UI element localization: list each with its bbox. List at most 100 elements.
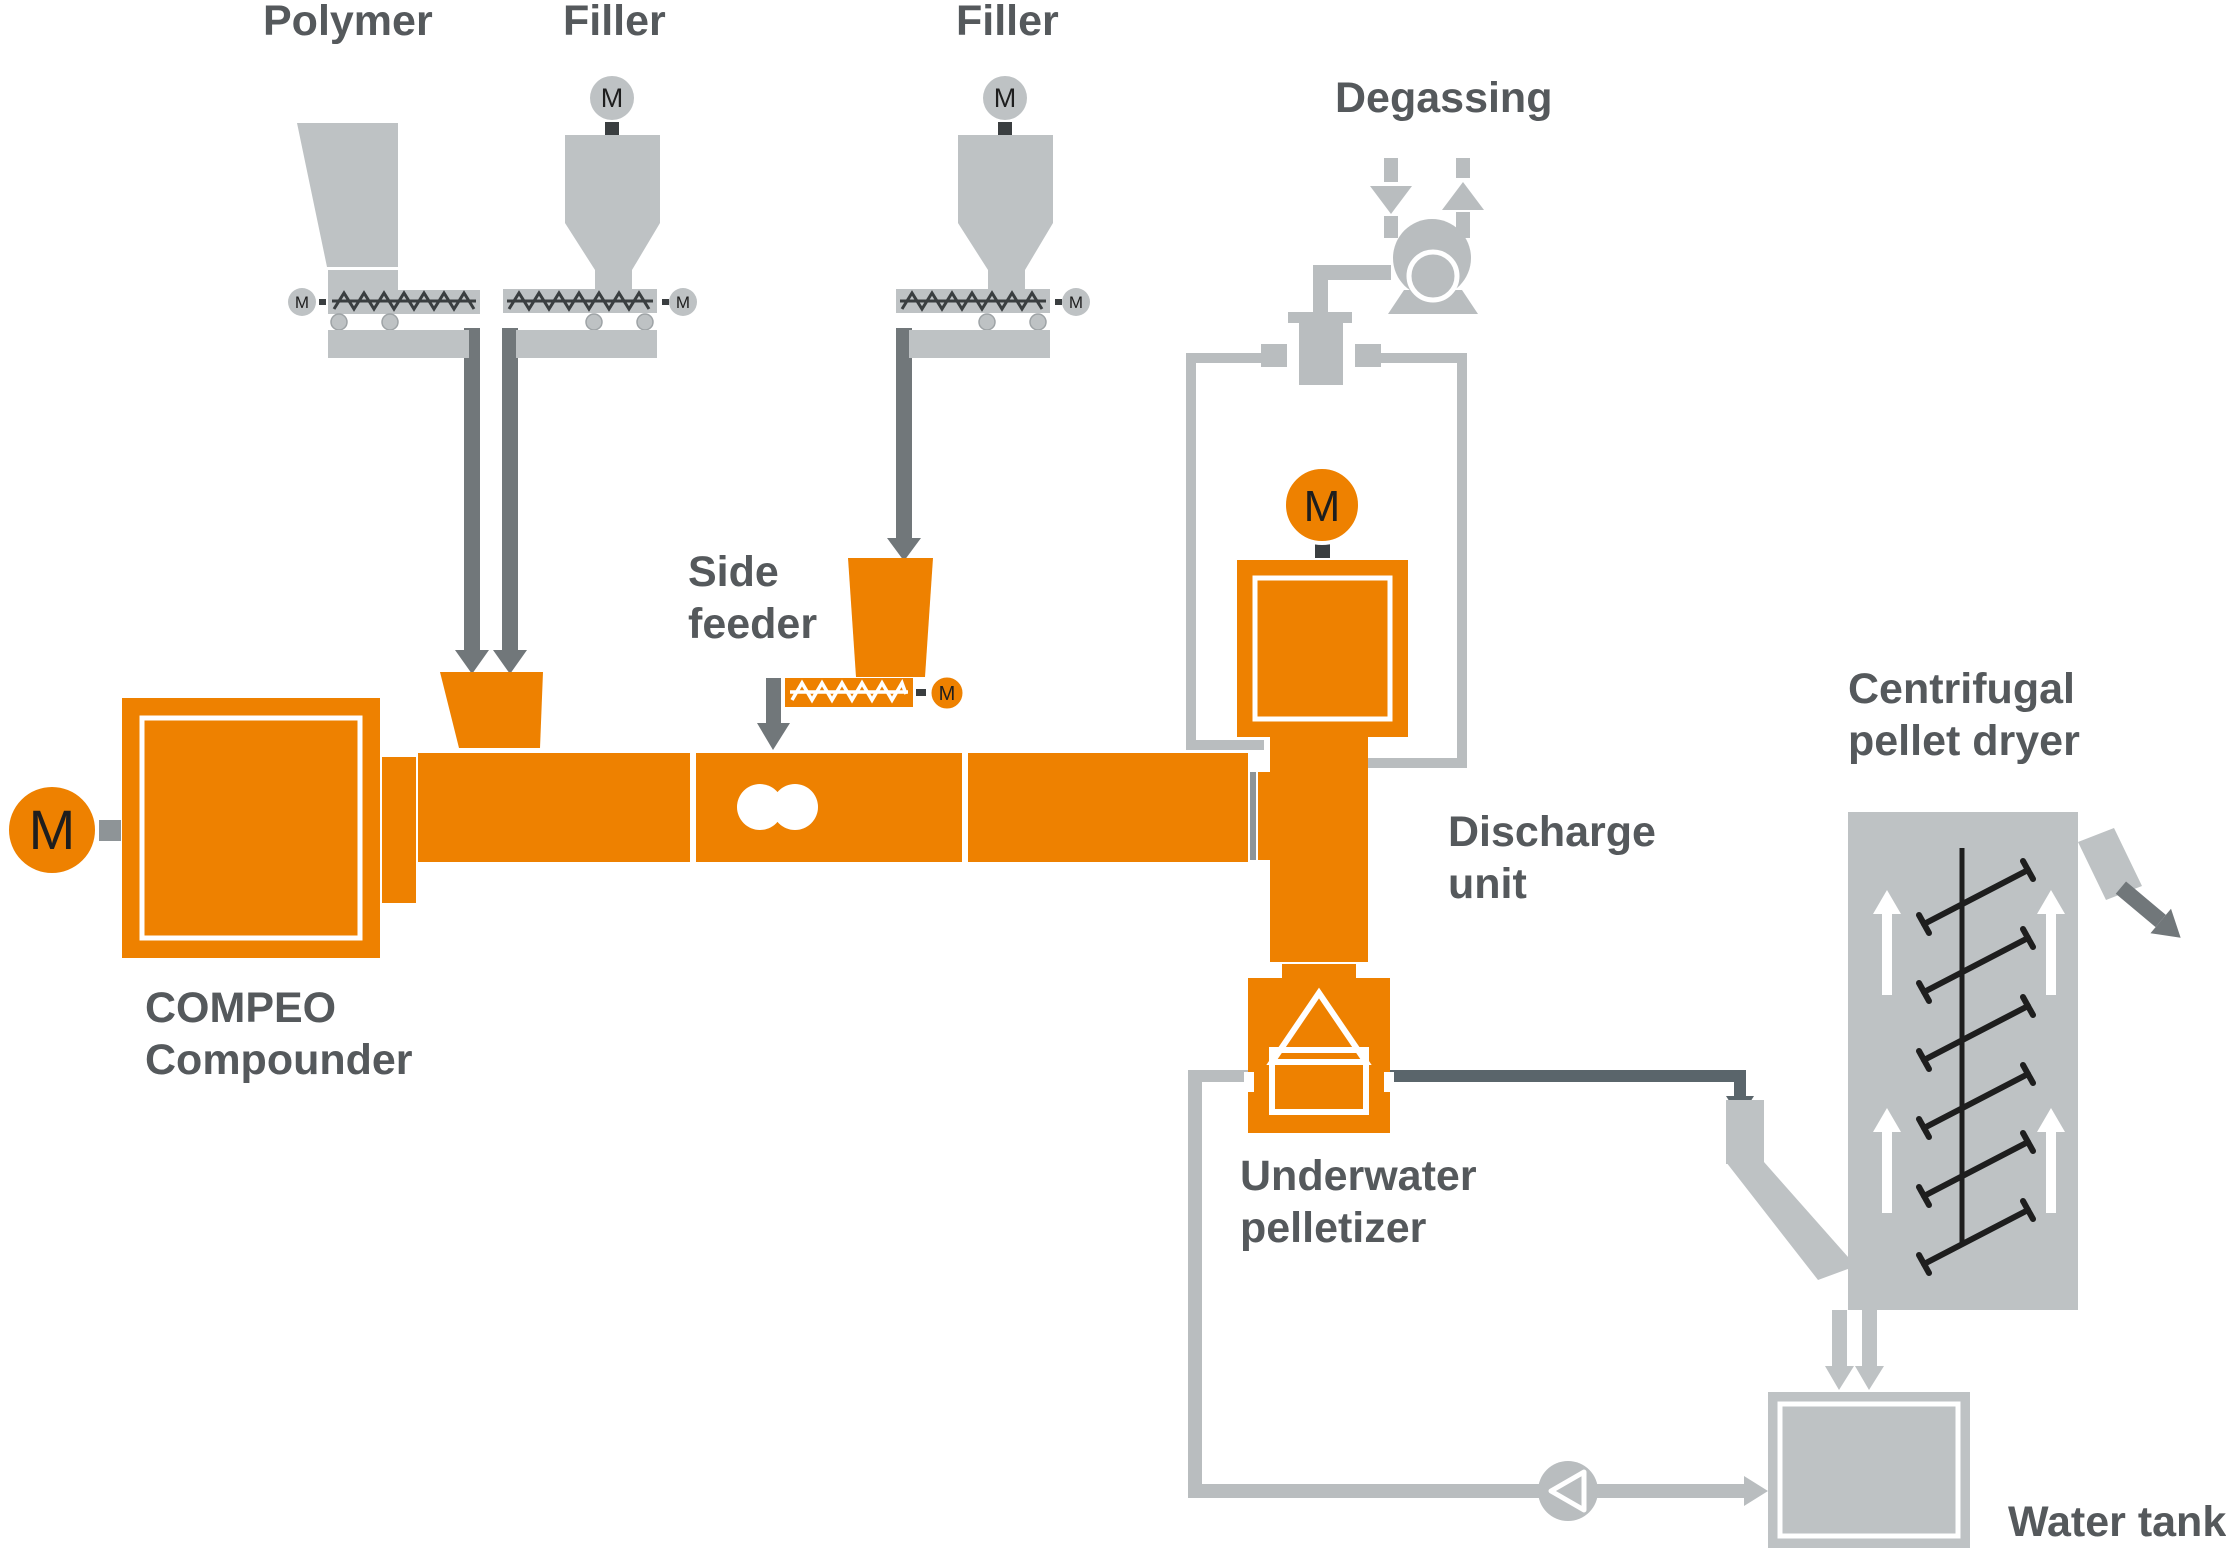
- compeo-extruder: M: [5, 672, 1272, 958]
- polymer-hopper: [297, 123, 398, 267]
- filler-2-downpipe: [896, 328, 912, 542]
- side-feeder-motor-shaft: [916, 689, 926, 696]
- discharge-motor-shaft: [1315, 544, 1330, 558]
- degassing-down-arrow-icon: [1370, 186, 1412, 214]
- degassing-loop-right-elbow: [1368, 758, 1467, 768]
- degassing-group: [1186, 158, 1484, 768]
- degassing-loop-left-top: [1186, 353, 1261, 363]
- label-discharge-line2: unit: [1448, 860, 1527, 908]
- label-dryer-line2: pellet dryer: [1848, 717, 2080, 765]
- water-return-loop: [1188, 1070, 1768, 1521]
- label-degassing: Degassing: [1335, 74, 1553, 122]
- filler-2-loadcell-icon: [978, 313, 996, 331]
- filler-1-hopper-stem: [595, 270, 632, 289]
- side-feeder-group: M: [757, 558, 966, 750]
- polymer-feeder-station: M: [288, 123, 489, 674]
- label-pelletizer-line2: pelletizer: [1240, 1204, 1427, 1252]
- degassing-pipe-stub: [1456, 158, 1470, 178]
- extruder-motor-label: M: [29, 798, 76, 861]
- filler-2-downpipe-arrow-icon: [887, 538, 921, 561]
- filler-1-top-motor-icon: [590, 76, 634, 120]
- feed-hopper: [440, 672, 543, 748]
- side-feed-arrow-shaft: [766, 678, 781, 725]
- filler-2-hopper-stem: [988, 270, 1025, 289]
- side-feed-arrow-icon: [757, 723, 790, 750]
- filler-2-feeder-station: M M: [887, 76, 1090, 561]
- vacuum-pipe-horizontal: [1313, 265, 1391, 280]
- circulation-pump-icon: [1538, 1461, 1598, 1521]
- filler-1-feeder-base: [516, 330, 657, 358]
- polymer-downpipe: [464, 328, 480, 652]
- filler-1-top-motor-label: M: [601, 83, 624, 113]
- discharge-column: [1270, 737, 1368, 962]
- extruder-gearbox-frame: [139, 715, 363, 941]
- pellet-outlet-arrow-icon: [2115, 881, 2181, 938]
- barrel-end-seal: [1250, 772, 1256, 860]
- filler-1-hopper: [565, 135, 660, 223]
- filler-1-screw-icon: [507, 290, 651, 312]
- filler-2-motor-shaft: [998, 122, 1012, 135]
- barrel-end-connector: [1258, 772, 1272, 860]
- vacuum-pump-inner-icon: [1406, 249, 1460, 303]
- polymer-motor-shaft: [319, 299, 326, 305]
- label-side-feeder-line2: feeder: [688, 600, 818, 648]
- barrel-segment-divider: [962, 753, 968, 862]
- extruder-motor-icon: [5, 783, 99, 877]
- filler-1-downpipe-arrow-icon: [493, 650, 527, 674]
- filler-2-screw-motor-label: M: [1069, 293, 1083, 312]
- filler-2-top-motor-label: M: [994, 83, 1017, 113]
- water-tank: [1768, 1392, 1970, 1548]
- label-water-tank: Water tank: [2008, 1498, 2226, 1546]
- dryer-drain-pipe: [1862, 1310, 1877, 1368]
- label-compounder: COMPEO Compounder: [145, 982, 413, 1086]
- extruder-motor-coupling: [99, 820, 121, 841]
- extruder-gearbox: [122, 698, 380, 958]
- dryer-inlet-chute-vertical: [1726, 1100, 1764, 1164]
- label-pellet-dryer: Centrifugal pellet dryer: [1848, 663, 2080, 767]
- filler-1-motor-shaft: [605, 122, 619, 135]
- drain-arrow-icon: [1825, 1366, 1854, 1390]
- polymer-loadcell-icon: [381, 313, 399, 331]
- discharge-motor-label: M: [1304, 482, 1341, 531]
- filler-1-loadcell-icon: [585, 313, 603, 331]
- filler-1-feeder-station: M M: [493, 76, 697, 674]
- water-loop-to-tank: [1596, 1484, 1748, 1498]
- filler-2-motor-shaft-2: [1055, 299, 1062, 305]
- label-discharge-line1: Discharge: [1448, 808, 1656, 856]
- side-feeder-hopper: [848, 558, 933, 677]
- label-dryer-line1: Centrifugal: [1848, 665, 2075, 713]
- condenser-lid: [1288, 312, 1352, 323]
- pelletizer-notch: [1244, 1072, 1254, 1092]
- filler-2-funnel: [958, 223, 1053, 270]
- filler-1-downpipe: [502, 328, 518, 652]
- side-feeder-screw-icon: [790, 678, 908, 704]
- filler-1-motor-shaft-2: [662, 299, 669, 305]
- extruder-neck: [382, 757, 416, 903]
- polymer-screw-icon: [332, 290, 476, 312]
- filler-1-screw-motor-icon: [669, 288, 697, 316]
- discharge-flange: [1282, 964, 1356, 978]
- label-filler-2: Filler: [956, 0, 1059, 45]
- label-filler-1: Filler: [563, 0, 666, 45]
- slate-transfer-pipe: [1390, 1070, 1746, 1082]
- degassing-loop-right-vertical: [1457, 353, 1467, 768]
- degassing-pipe-stub: [1384, 158, 1398, 182]
- vacuum-pipe-vertical: [1313, 265, 1328, 314]
- pelletizer-water-stub: [1202, 1070, 1248, 1082]
- discharge-gearbox: [1237, 560, 1408, 737]
- dryer-inlet-chute-slant: [1726, 1162, 1856, 1280]
- condenser-port-right: [1355, 344, 1381, 367]
- label-compounder-line1: COMPEO: [145, 984, 337, 1032]
- label-side-feeder: Side feeder: [688, 546, 817, 650]
- pelletizer-die-triangle-icon: [1266, 987, 1372, 1065]
- side-feeder-motor-icon: [928, 674, 966, 712]
- barrel-segment-divider: [690, 753, 696, 862]
- condenser-body: [1299, 323, 1343, 385]
- label-pelletizer-line1: Underwater: [1240, 1152, 1477, 1200]
- filler-1-screw-motor-label: M: [676, 293, 690, 312]
- filler-2-top-motor-icon: [983, 76, 1027, 120]
- polymer-screw-motor-label: M: [295, 293, 309, 312]
- pump-triangle-icon: [1548, 1469, 1587, 1513]
- pellet-transfer-line: [1390, 1070, 1856, 1280]
